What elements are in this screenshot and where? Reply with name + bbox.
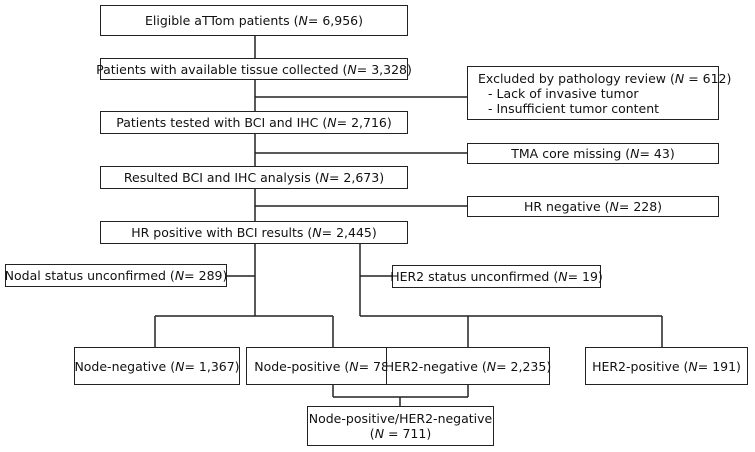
final-cohort-box: Node-positive/HER2-negative (N = 711) xyxy=(307,406,494,446)
node-negative-n-var: N xyxy=(175,358,185,374)
nodal-unconfirmed-count: = 289) xyxy=(184,268,228,283)
tested-count: = 2,716) xyxy=(336,115,392,130)
nodal-unconfirmed-label: Nodal status unconfirmed ( xyxy=(4,268,175,283)
her2-unconfirmed-label: HER2 status unconfirmed ( xyxy=(390,269,559,284)
resulted-n-var: N xyxy=(319,170,329,185)
eligible-n-var: N xyxy=(298,13,308,28)
her2-positive-count: = 191) xyxy=(697,358,741,374)
hr-positive-n-var: N xyxy=(312,225,322,240)
node-negative-box: Node-negative (N = 1,367) xyxy=(74,347,240,385)
resulted-count: = 2,673) xyxy=(328,170,385,185)
her2-negative-count: = 2,235) xyxy=(496,358,552,374)
her2-unconfirmed-box: HER2 status unconfirmed (N = 19) xyxy=(390,265,603,288)
her2-unconfirmed-count: = 19) xyxy=(567,269,603,284)
tissue-label: Patients with available tissue collected… xyxy=(96,61,348,77)
tested-n-var: N xyxy=(327,115,337,130)
tma-count: = 43) xyxy=(639,146,675,161)
eligible-patients-box: Eligible aTTom patients (N = 6,956) xyxy=(100,5,408,36)
hr-positive-label: HR positive with BCI results ( xyxy=(131,225,313,240)
tma-n-var: N xyxy=(630,146,640,161)
excluded-pathology-box: Excluded by pathology review (N = 612) -… xyxy=(467,66,731,120)
resulted-label: Resulted BCI and IHC analysis ( xyxy=(123,170,320,185)
tissue-collected-box: Patients with available tissue collected… xyxy=(96,58,412,80)
hr-positive-box: HR positive with BCI results (N = 2,445) xyxy=(100,221,408,244)
nodal-unconfirmed-n-var: N xyxy=(174,268,185,283)
her2-positive-label: HER2-positive ( xyxy=(592,358,689,374)
excluded-reason-invasive: - Lack of invasive tumor xyxy=(488,85,639,101)
resulted-analysis-box: Resulted BCI and IHC analysis (N = 2,673… xyxy=(100,166,408,189)
hr-negative-count: = 228) xyxy=(618,199,663,214)
her2-positive-box: HER2-positive (N = 191) xyxy=(585,347,748,385)
eligible-label: Eligible aTTom patients ( xyxy=(144,13,299,28)
node-negative-count: = 1,367) xyxy=(184,358,240,374)
hr-negative-n-var: N xyxy=(609,199,619,214)
tested-label: Patients tested with BCI and IHC ( xyxy=(116,115,328,130)
hr-negative-box: HR negative (N = 228) xyxy=(467,196,719,217)
tma-label: TMA core missing ( xyxy=(511,146,631,161)
tissue-count: = 3,328) xyxy=(356,61,412,77)
hr-negative-label: HR negative ( xyxy=(523,199,610,214)
node-negative-label: Node-negative ( xyxy=(74,358,176,374)
final-cohort-label: Node-positive/HER2-negative xyxy=(308,411,493,426)
tma-missing-box: TMA core missing (N = 43) xyxy=(467,143,719,164)
her2-unconfirmed-n-var: N xyxy=(558,269,568,284)
her2-negative-box: HER2-negative (N = 2,235) xyxy=(384,347,552,385)
node-positive-n-var: N xyxy=(349,358,359,374)
hr-positive-count: = 2,445) xyxy=(321,225,377,240)
tested-bci-ihc-box: Patients tested with BCI and IHC (N = 2,… xyxy=(100,111,408,134)
her2-negative-n-var: N xyxy=(486,358,497,374)
her2-negative-label: HER2-negative ( xyxy=(384,358,487,374)
nodal-unconfirmed-box: Nodal status unconfirmed (N = 289) xyxy=(5,264,227,287)
eligible-count: = 6,956) xyxy=(307,13,364,28)
final-cohort-count-line: (N = 711) xyxy=(369,426,432,441)
node-positive-label: Node-positive ( xyxy=(254,358,350,374)
excluded-title: Excluded by pathology review (N = 612) xyxy=(478,70,732,86)
excluded-reason-content: - Insufficient tumor content xyxy=(488,100,660,116)
tissue-n-var: N xyxy=(347,61,357,77)
her2-positive-n-var: N xyxy=(688,358,698,374)
